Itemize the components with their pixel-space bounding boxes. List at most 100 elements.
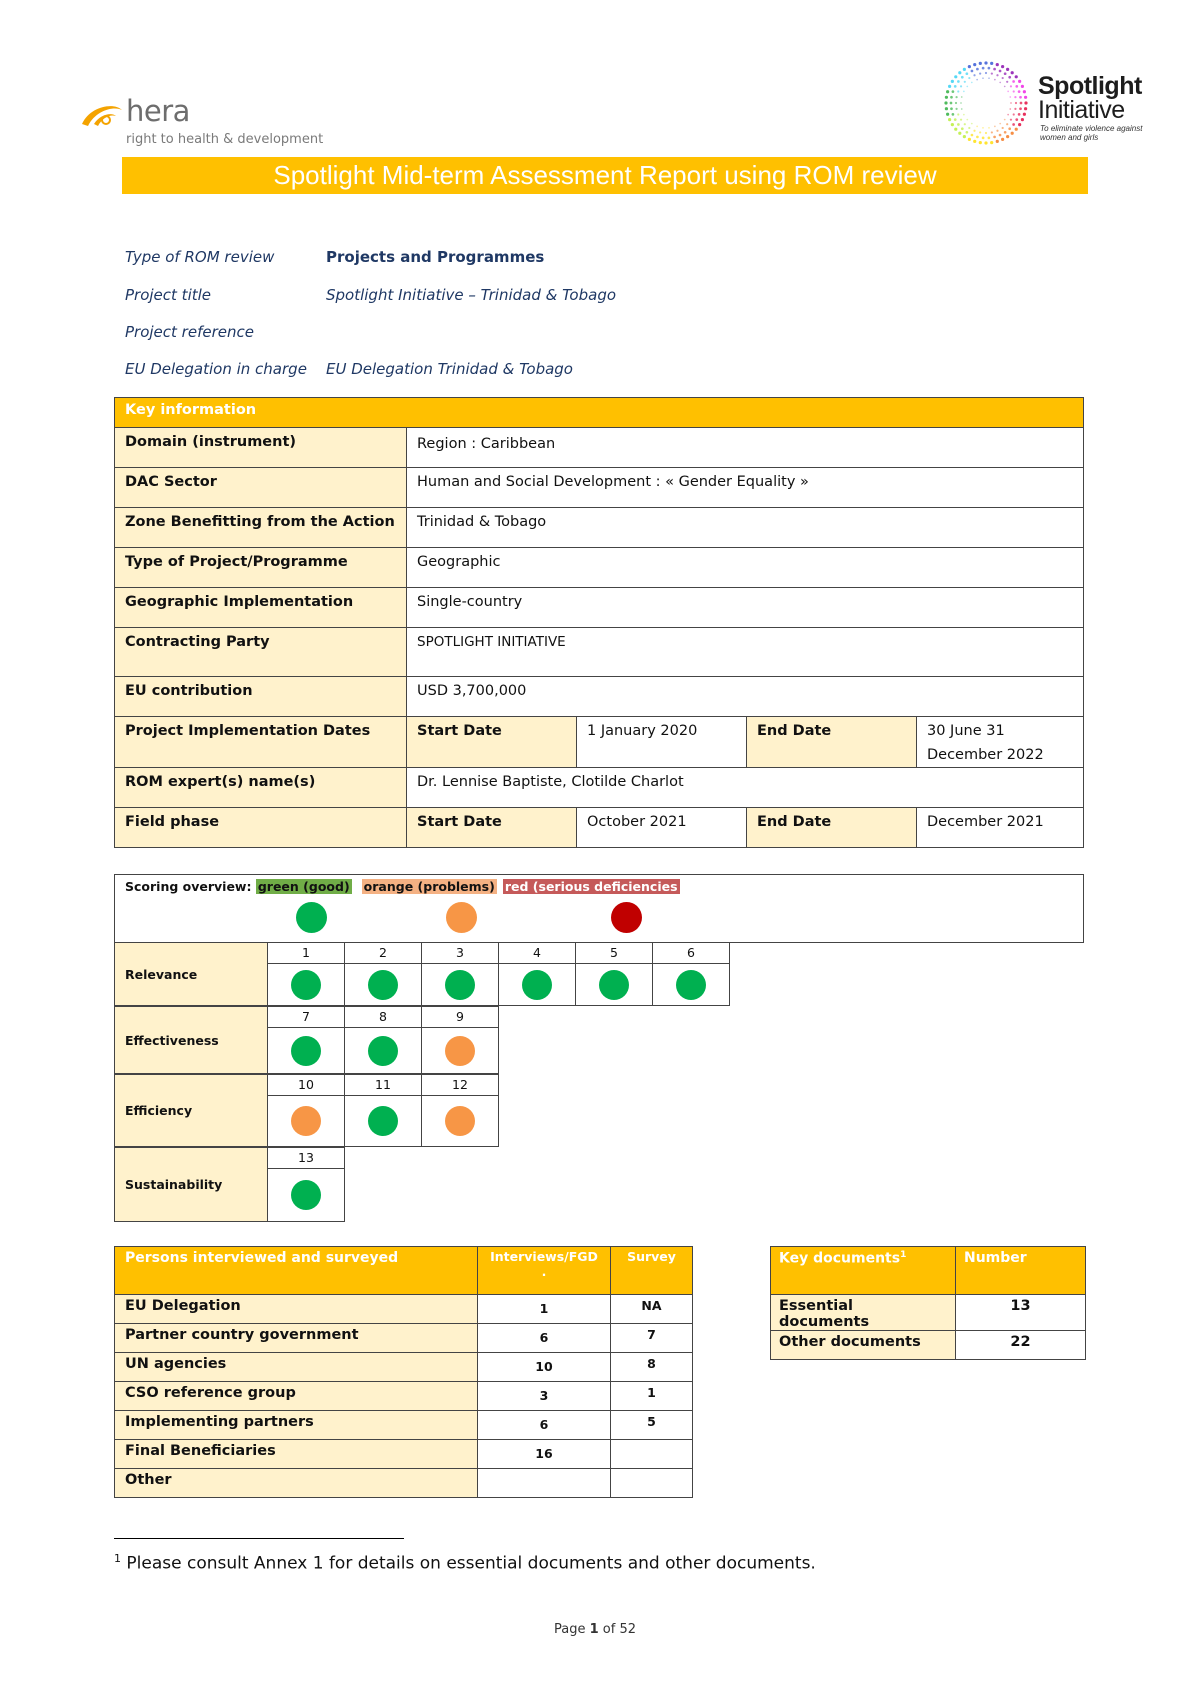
- spotlight-ring-dot: [963, 113, 965, 116]
- spotlight-ring-dot: [960, 127, 964, 131]
- spotlight-ring-dot: [951, 90, 955, 93]
- spotlight-ring-dot: [979, 131, 982, 134]
- hera-tagline: right to health & development: [126, 132, 324, 147]
- spotlight-ring-dot: [984, 141, 988, 145]
- spotlight-ring-dot: [1010, 71, 1014, 75]
- spotlight-name-line1: Spotlight: [1038, 72, 1142, 100]
- criterion-score-cell: [344, 963, 422, 1006]
- spotlight-ring-dot: [973, 74, 976, 77]
- spotlight-ring-dot: [1017, 113, 1021, 116]
- spotlight-ring-dot: [960, 96, 963, 98]
- spotlight-ring-dot: [990, 131, 993, 134]
- spotlight-ring-dot: [1017, 90, 1021, 93]
- score-dot-green: [291, 969, 321, 1000]
- spotlight-ring-dot: [973, 139, 977, 143]
- key-information-header: Key information: [114, 397, 1084, 428]
- ki-label-domain: Domain (instrument): [114, 427, 407, 468]
- persons-row-label: Other: [114, 1468, 478, 1498]
- spotlight-ring-dot: [946, 112, 950, 116]
- criterion-label-relevance: Relevance: [114, 942, 268, 1006]
- spotlight-ring-dot: [1015, 118, 1019, 122]
- spotlight-ring-dot: [1022, 90, 1026, 94]
- criterion-score-cell: [344, 1027, 422, 1074]
- criterion-number: 9: [421, 1006, 499, 1028]
- spotlight-ring-dot: [978, 140, 982, 145]
- spotlight-ring-dot: [995, 139, 999, 143]
- spotlight-ring-dot: [1001, 126, 1004, 130]
- spotlight-ring-dot: [981, 136, 985, 140]
- page-prefix: Page: [554, 1622, 590, 1637]
- persons-row-label: Implementing partners: [114, 1410, 478, 1440]
- criterion-number: 13: [267, 1147, 345, 1169]
- score-dot-green: [522, 969, 552, 1000]
- criterion-score-cell: [652, 963, 730, 1006]
- spotlight-ring-dot: [1008, 127, 1012, 131]
- spotlight-ring-dot: [996, 129, 999, 132]
- legend-green-dot: [296, 902, 327, 933]
- score-dot-green: [291, 1035, 321, 1066]
- criterion-number: 4: [498, 942, 576, 964]
- ki-impl-end-value: 30 June 31 December 2022: [916, 716, 1084, 768]
- spotlight-ring-dot: [998, 133, 1002, 137]
- legend-red-label: red (serious deficiencies: [502, 879, 680, 894]
- criterion-score-cell: [421, 1027, 499, 1074]
- spotlight-ring-dot: [982, 77, 984, 80]
- ki-field-start-value: October 2021: [576, 807, 747, 848]
- hera-logo: hera right to health & development: [80, 94, 324, 150]
- spotlight-ring-dot: [1014, 107, 1017, 110]
- spotlight-ring-dot: [1006, 80, 1009, 83]
- spotlight-ring-dot: [1007, 90, 1009, 93]
- ki-field-end-label: End Date: [746, 807, 917, 848]
- spotlight-ring-dot: [976, 67, 979, 71]
- meta-value-project-title: Spotlight Initiative – Trinidad & Tobago: [326, 286, 617, 304]
- spotlight-ring-dot: [958, 131, 962, 135]
- key-information-table: Key information Domain (instrument)Regio…: [114, 397, 1084, 848]
- spotlight-ring-dot: [984, 71, 988, 75]
- criterion-score-cell: [267, 1095, 345, 1147]
- spotlight-ring-dot: [1019, 101, 1023, 105]
- criterion-number: 10: [267, 1074, 345, 1096]
- spotlight-ring-dot: [1012, 90, 1015, 93]
- scoring-overview: Scoring overview: green (good)orange (pr…: [114, 874, 1084, 943]
- page-total: 52: [619, 1622, 636, 1637]
- spotlight-ring-dot: [1015, 84, 1019, 88]
- criterion-number: 1: [267, 942, 345, 964]
- spotlight-ring-dot: [1019, 95, 1022, 99]
- persons-col-interviews: Interviews/FGD.: [477, 1246, 611, 1295]
- spotlight-ring-dot: [970, 133, 974, 137]
- ki-value-eu-contribution: USD 3,700,000: [406, 676, 1084, 717]
- spotlight-ring-dot: [981, 66, 985, 70]
- spotlight-ring-dot: [1024, 101, 1028, 105]
- spotlight-ring-dot: [1006, 123, 1009, 126]
- spotlight-ring-dot: [1010, 131, 1014, 135]
- ki-label-geo-impl: Geographic Implementation: [114, 587, 407, 628]
- persons-row-survey: [610, 1468, 693, 1498]
- persons-row: Other: [114, 1468, 693, 1498]
- persons-row-interviews: [477, 1468, 611, 1498]
- spotlight-ring-dot: [955, 96, 958, 99]
- spotlight-ring-dot: [953, 84, 957, 88]
- spotlight-ring-dot: [1018, 123, 1022, 127]
- spotlight-ring-dot: [999, 81, 1002, 84]
- spotlight-ring-dot: [967, 65, 971, 69]
- spotlight-ring-dot: [984, 131, 988, 135]
- spotlight-ring-dot: [954, 127, 958, 131]
- spotlight-name-line2: Initiative: [1038, 96, 1125, 124]
- spotlight-ring-dot: [960, 102, 962, 104]
- score-dot-orange: [445, 1035, 475, 1066]
- criterion-number: 12: [421, 1074, 499, 1096]
- ki-field-start-label: Start Date: [406, 807, 577, 848]
- key-doc-number-essential: 13: [955, 1294, 1086, 1331]
- spotlight-ring-dot: [1009, 85, 1013, 88]
- spotlight-ring-dot: [966, 118, 969, 121]
- ki-label-zone: Zone Benefitting from the Action: [114, 507, 407, 548]
- spotlight-ring-dot: [957, 80, 960, 83]
- spotlight-ring-dot: [963, 80, 966, 83]
- persons-row-survey: NA: [610, 1294, 693, 1324]
- spotlight-ring-dot: [963, 123, 966, 126]
- spotlight-ring-dot: [959, 118, 963, 121]
- persons-row-survey: 7: [610, 1323, 693, 1353]
- spotlight-ring-dot: [955, 107, 958, 110]
- criterion-number: 3: [421, 942, 499, 964]
- spotlight-ring-dot: [1010, 102, 1012, 104]
